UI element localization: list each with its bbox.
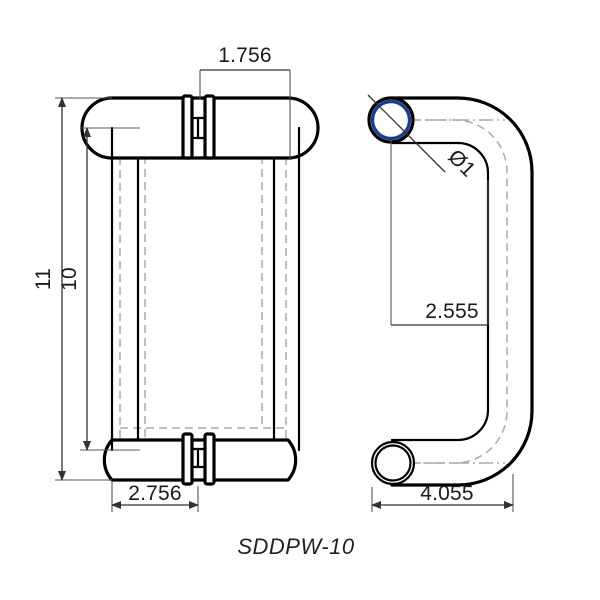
dimension-2555: 2.555	[390, 140, 489, 326]
dimension-diameter-1: Ø1	[443, 145, 479, 181]
front-view-left-rail	[110, 126, 140, 452]
front-view-hidden-lines	[119, 117, 287, 453]
front-view-top-bar	[80, 96, 320, 160]
tube-section-outer-circle	[367, 96, 415, 144]
dimension-2756: 2.756	[111, 482, 199, 512]
dimension-1756: 1.756	[199, 44, 291, 160]
dimension-10: 10	[58, 127, 140, 451]
front-view-bottom-post-assembly	[181, 432, 216, 486]
side-view-top-tube-section	[367, 96, 415, 144]
dimension-11: 11	[32, 97, 112, 481]
front-view-bottom-bar	[102, 438, 298, 482]
front-view	[80, 94, 320, 486]
dimension-4055: 4.055	[371, 474, 514, 512]
dimension-1756-label: 1.756	[218, 44, 272, 67]
dimension-4055-label: 4.055	[420, 482, 474, 505]
tube-section-accent-ring	[370, 99, 412, 141]
bottom-tube-section-outer-circle	[370, 440, 416, 486]
diameter-leader	[367, 94, 446, 173]
front-view-top-post-assembly	[181, 94, 216, 160]
side-view	[367, 94, 534, 487]
dimension-10-label: 10	[58, 267, 81, 291]
dimension-2756-label: 2.756	[128, 482, 182, 505]
bottom-tube-section-inner-circle	[374, 444, 412, 482]
dimension-diameter-1-label: Ø1	[443, 145, 479, 181]
side-view-bottom-tube-section	[370, 440, 416, 486]
dimension-2555-label: 2.555	[425, 300, 479, 323]
side-view-inner-contour	[390, 141, 490, 442]
side-view-hidden-contour	[400, 119, 508, 464]
dimension-11-label: 11	[32, 268, 55, 290]
front-view-right-rail	[272, 126, 301, 452]
part-number-caption: SDDPW-10	[237, 534, 355, 559]
side-view-outer-contour	[390, 96, 534, 487]
